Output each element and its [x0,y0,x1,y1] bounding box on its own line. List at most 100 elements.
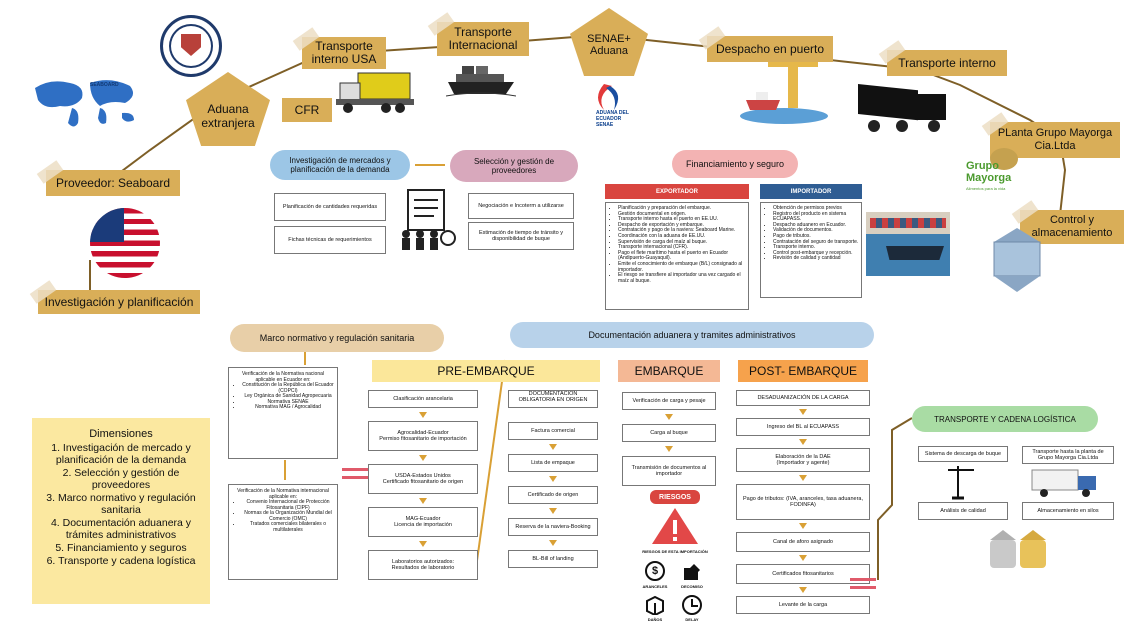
embarque-header: EMBARQUE [618,360,720,382]
flow-arrow [799,439,807,445]
descarga-buque-box: Sistema de descarga de buque [918,446,1008,462]
dimensiones-title: Dimensiones [89,428,153,440]
transporte-usa-node: Transporte interno USA [302,37,386,69]
flow-arrow [799,587,807,593]
normativa-nacional-title: Verificación de la Normativa nacional ap… [242,371,324,383]
grupo-logo-line2: Mayorga [966,172,1012,184]
investigacion-mercados-header: Investigación de mercados y planificació… [270,150,410,180]
estimacion-transito-box: Estimación de tiempo de tránsito y dispo… [468,222,574,250]
importador-item: Revisión de calidad y cantidad [773,256,859,262]
marco-normativo-header: Marco normativo y regulación sanitaria [230,324,444,352]
dimension-item: 3. Marco normativo y regulación sanitari… [46,492,196,516]
normativa-nacional-item: Constitución de la República del Ecuador… [242,382,334,394]
post-embarque-step: Canal de aforo asignado [736,532,870,552]
normativa-internacional-item: Tratados comerciales bilaterales o multi… [242,522,334,533]
documento-origen: Lista de empaque [508,454,598,472]
post-embarque-step: DESADUANIZACIÓN DE LA CARGA [736,390,870,406]
flow-arrow [665,414,673,420]
seleccion-proveedores-header: Selección y gestión de proveedores [450,150,578,182]
flow-arrow [799,523,807,529]
post-embarque-header: POST- EMBARQUE [738,360,868,382]
delay-icon [682,595,702,615]
importador-item: Control post-embarque y recepción. [773,250,859,257]
pre-embarque-step: Laboratorios autorizados: Resultados de … [368,550,478,580]
riesgo-delay-label: DELAY [685,617,699,622]
flow-arrow [799,409,807,415]
exportador-item: Transporte internacional (CFR). [618,245,746,251]
storage-silos-icon [986,526,1052,570]
normativa-nacional-item: Normativa MAG / Agrocalidad [242,405,334,411]
world-map-image: SEABOARD [30,68,142,134]
silo-icon [990,226,1044,294]
flow-arrow [549,476,557,482]
documentacion-header: Documentación aduanera y tramites admini… [510,322,874,348]
normativa-nacional-box: Verificación de la Normativa nacional ap… [228,367,338,459]
importador-item: Transporte interno. [773,245,859,251]
transporte-planta-box: Transporte hasta la planta de Grupo Mayo… [1022,446,1114,464]
financiamiento-header: Financiamiento y seguro [672,150,798,178]
team-checklist-icon [394,188,458,252]
senae-logo: ADUANA DEL ECUADOR SENAE [584,82,642,130]
documento-origen: BL-Bill of landing [508,550,598,568]
normativa-internacional-box: Verificación de la Normativa internacion… [228,484,338,580]
exportador-item: Contratación y pago de la naviera: Seabo… [618,228,746,234]
exportador-item: Supervisión de carga del maíz al buque. [618,239,746,246]
truck-interno-icon [858,78,950,134]
pre-embarque-step: Clasificación arancelaria [368,390,478,408]
port-crane-icon [738,58,830,124]
post-embarque-step: Levante de la carga [736,596,870,614]
importador-item: Despacho aduanero en Ecuador. [773,222,859,229]
flow-arrow [549,540,557,546]
grupo-logo-tagline: Alimentos para la vida [966,186,1006,191]
cargo-ship-icon [446,60,516,100]
normativa-internacional-item: Convenio Internacional de Protección Fit… [242,499,334,511]
documento-origen: Reserva de la naviera-Booking [508,518,598,536]
documento-origen: Factura comercial [508,422,598,440]
flow-arrow [419,411,427,418]
exportador-item: Gestión documental en origen. [618,211,746,218]
delivery-truck-icon [1030,468,1100,498]
importador-item: Contratación del seguro de transporte. [773,239,859,246]
flow-arrow [799,555,807,561]
normativa-internacional-item: Normas de la Organización Mundial del Co… [242,510,334,522]
almacenamiento-silos-box: Almacenamiento en silos [1022,502,1114,520]
negociacion-incoterm-box: Negociación e Incoterm a utilizarse [468,193,574,219]
normativa-nacional-item: Normativa SENAE [242,399,334,406]
decomiso-icon [682,562,702,582]
crane-icon [946,464,976,500]
usa-flag-icon [90,208,160,278]
seaboard-label: SEABOARD [90,82,119,88]
pre-embarque-step: USDA-Estados Unidos Certificado fitosani… [368,464,478,494]
post-embarque-step: Certificados fitosanitarios [736,564,870,584]
pre-embarque-step: MAG-Ecuador Licencia de importación [368,507,478,537]
dimension-item: 4. Documentación aduanera y trámites adm… [50,517,192,541]
senae-logo-label: ADUANA DEL ECUADOR SENAE [596,110,629,128]
exportador-item: El riesgo se transfiere al importador un… [618,272,746,284]
flow-arrow [665,446,673,452]
cfr-node: CFR [282,98,332,122]
pre-embarque-header: PRE-EMBARQUE [372,360,600,382]
dimension-item: 6. Transporte y cadena logística [46,555,196,567]
importador-item: Registro del producto en sistema ECUAPAS… [773,211,859,223]
fichas-tecnicas-box: Fichas técnicas de requerimientos [274,226,386,254]
riesgos-label: RIESGOS [650,490,700,504]
analisis-calidad-box: Análisis de calidad [918,502,1008,520]
flow-arrow [419,454,427,461]
truck-usa-icon [336,65,416,115]
dimensiones-box: Dimensiones 1. Investigación de mercado … [32,418,210,604]
importador-header: IMPORTADOR [760,184,862,199]
importador-item: Obtención de permisos previos [773,205,859,212]
grupo-mayorga-logo: Grupo Mayorga Alimentos para la vida [962,148,1042,198]
exportador-item: Despacho de exportación y embarque. [618,222,746,229]
embarque-step: Transmisión de documentos al importador [622,456,716,486]
danos-icon [645,595,665,615]
proveedor-node: Proveedor: Seaboard [46,170,180,196]
cbp-seal-icon [160,15,222,77]
flow-arrow [419,540,427,547]
dimension-item: 5. Financiamiento y seguros [55,542,187,554]
pre-embarque-step: Agrocalidad-Ecuador Permiso fitosanitari… [368,421,478,451]
exportador-item: Coordinación con la aduana de EE.UU. [618,233,746,240]
documento-origen: Certificado de origen [508,486,598,504]
post-embarque-step: Ingreso del BL al ECUAPASS [736,418,870,436]
port-photo [866,212,950,276]
